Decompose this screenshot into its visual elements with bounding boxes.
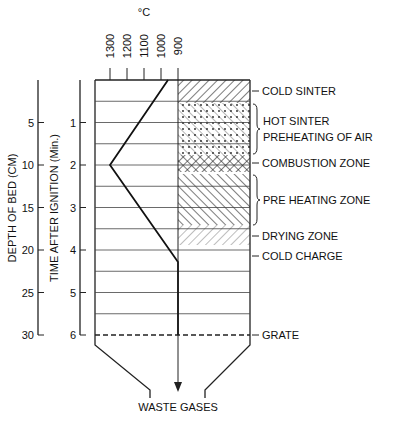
- zone-label: GRATE: [262, 329, 299, 341]
- zone-label: COLD SINTER: [262, 85, 336, 97]
- axis-tick: 4: [70, 244, 76, 256]
- temperature-value: 900: [172, 37, 184, 55]
- axis-tick: 2: [70, 159, 76, 171]
- temperature-value: 1300: [104, 34, 116, 58]
- axis-tick: 5: [70, 287, 76, 299]
- axis-title: TIME AFTER IGNITION (Min.): [48, 134, 60, 282]
- zone-label: COMBUSTION ZONE: [262, 157, 370, 169]
- axis-tick: 1: [70, 117, 76, 129]
- temperature-value: 1000: [155, 34, 167, 58]
- zone-label: HOT SINTER: [263, 115, 329, 127]
- axis-tick: 25: [22, 287, 34, 299]
- zone-label: PREHEATING OF AIR: [263, 131, 373, 143]
- axis-tick: 5: [28, 117, 34, 129]
- axis-tick: 10: [22, 159, 34, 171]
- axis-tick: 6: [70, 329, 76, 341]
- zone-label: DRYING ZONE: [262, 230, 338, 242]
- temperature-unit: °C: [138, 6, 150, 18]
- axis-tick: 15: [22, 202, 34, 214]
- axis-title: DEPTH OF BED (CM): [6, 154, 18, 263]
- zone-label: PRE HEATING ZONE: [263, 194, 370, 206]
- zone-label: COLD CHARGE: [262, 250, 343, 262]
- temperature-value: 1200: [121, 34, 133, 58]
- temperature-value: 1100: [138, 34, 150, 58]
- axis-tick: 20: [22, 244, 34, 256]
- axis-tick: 3: [70, 202, 76, 214]
- zone-label: WASTE GASES: [136, 401, 220, 413]
- axis-tick: 30: [22, 329, 34, 341]
